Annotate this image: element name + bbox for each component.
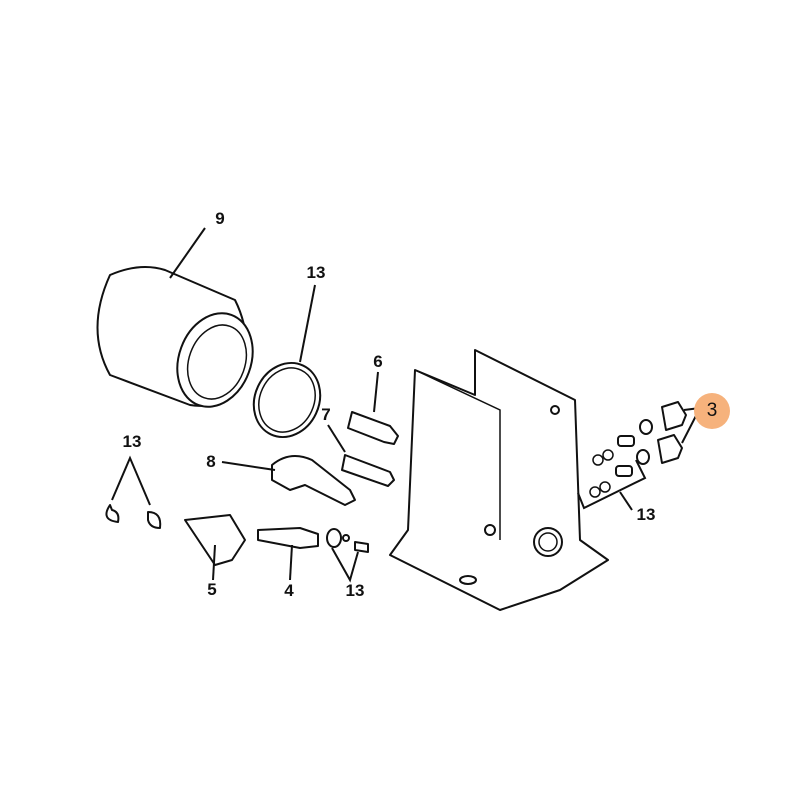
housing-part — [389, 349, 609, 611]
oring-part — [326, 528, 342, 548]
lever-8-part — [271, 455, 356, 506]
cylinder-part — [96, 265, 254, 408]
callout-13-ring: 13 — [306, 263, 326, 282]
cap-3-part — [657, 401, 687, 464]
callout-8: 8 — [206, 452, 216, 471]
callout-5: 5 — [207, 580, 217, 599]
callout-13-clips: 13 — [122, 432, 142, 451]
spring-kit-part — [577, 419, 653, 510]
callout-6: 6 — [373, 352, 383, 371]
callout-9: 9 — [215, 209, 225, 228]
callout-4: 4 — [284, 581, 294, 600]
clip-part — [105, 504, 120, 523]
pin-7-part — [341, 454, 395, 487]
callout-7: 7 — [321, 405, 331, 424]
callout-13-orings: 13 — [345, 581, 365, 600]
callout-3-label: 3 — [706, 400, 718, 421]
clip-part — [147, 511, 162, 529]
callout-3-highlighted[interactable]: 3 — [694, 393, 730, 429]
ring-part — [252, 362, 322, 438]
callout-13-springs: 13 — [636, 505, 656, 524]
valve-4-part — [257, 527, 319, 549]
leader-line — [169, 227, 206, 279]
pin-6-part — [347, 411, 399, 445]
wedge-5-part — [184, 514, 246, 566]
